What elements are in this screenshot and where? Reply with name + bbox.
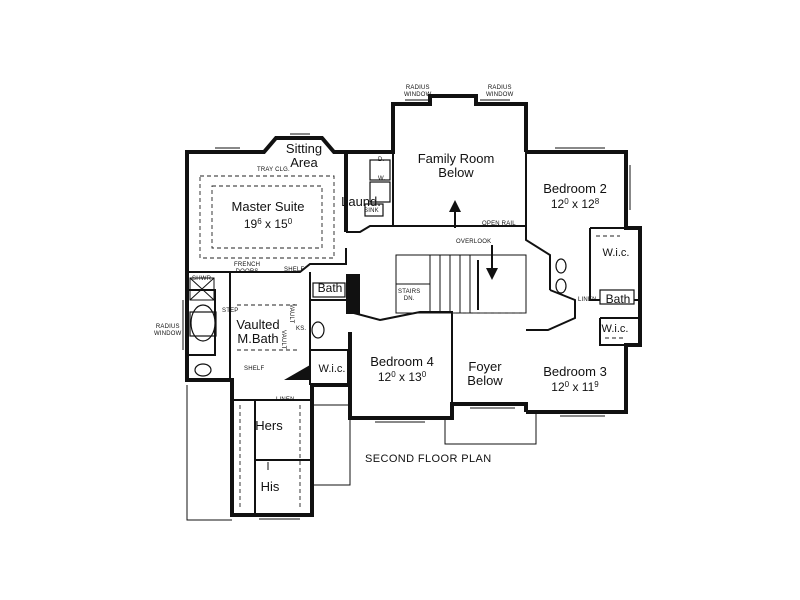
note-open-rail: OPEN RAIL xyxy=(482,221,516,227)
exterior-walls xyxy=(185,94,642,521)
note-sink: SINK xyxy=(364,208,379,214)
label-his: His xyxy=(260,479,280,494)
label-bath-right: Bath xyxy=(605,292,631,306)
label-master-suite: Master Suite xyxy=(231,199,305,214)
tub-bath-left xyxy=(312,282,346,298)
label-laundry: Laund. xyxy=(341,194,381,209)
plan-title: SECOND FLOOR PLAN xyxy=(365,453,492,465)
note-step: STEP xyxy=(222,308,239,314)
overlook-arrows xyxy=(449,200,498,280)
dim-bedroom-4: 120 x 130 xyxy=(377,370,427,384)
note-radius-window-right: RADIUS WINDOW xyxy=(486,85,514,98)
note-vault-2: VAULT xyxy=(280,330,286,350)
note-stairs-down: STAIRS DN. xyxy=(398,289,421,302)
fixtures xyxy=(189,159,635,470)
note-linen-bottom: LINEN xyxy=(276,397,295,403)
label-bath-left: Bath xyxy=(317,281,343,295)
note-linen-right: LINEN xyxy=(578,297,597,303)
note-overlook: OVERLOOK xyxy=(456,239,492,245)
windows xyxy=(182,99,631,520)
dim-master-suite: 196 x 150 xyxy=(243,217,293,231)
label-wic-left: W.i.c. xyxy=(318,363,346,375)
label-family-room: Family Room Below xyxy=(417,151,495,181)
stairs xyxy=(395,254,527,314)
bathtub xyxy=(190,304,216,342)
dim-bedroom-2: 120 x 128 xyxy=(550,197,600,211)
laundry-sink xyxy=(364,203,384,217)
wall-family-room xyxy=(346,94,528,154)
soffit-line xyxy=(186,385,232,521)
porch-outline xyxy=(444,412,537,445)
note-ks: KS. xyxy=(296,326,307,332)
note-tray-ceiling: TRAY CLG. xyxy=(257,167,290,173)
note-shower: SHWR xyxy=(192,276,212,282)
note-vault-1: VAULT xyxy=(288,304,294,324)
label-vaulted-bath: Vaulted M.Bath xyxy=(236,317,280,347)
solid-columns xyxy=(284,274,360,380)
dim-bedroom-3: 120 x 119 xyxy=(551,380,599,394)
note-shelf-top: SHELF xyxy=(284,267,305,273)
note-radius-window-left: RADIUS WINDOW xyxy=(404,85,432,98)
label-foyer: Foyer Below xyxy=(467,359,503,389)
note-french-doors: FRENCH DOORS xyxy=(234,262,261,275)
soffit-line-right xyxy=(312,404,351,486)
wall-master-suite xyxy=(185,136,348,272)
note-radius-window-side: RADIUS WINDOW xyxy=(154,324,182,337)
dryer xyxy=(369,159,391,181)
wall-master-bath xyxy=(185,272,350,517)
label-hers: Hers xyxy=(255,418,283,433)
label-wic-right-top: W.i.c. xyxy=(602,247,630,259)
wall-bedrooms-right xyxy=(526,150,642,414)
note-shelf-bottom: SHELF xyxy=(244,366,265,372)
label-bedroom-3: Bedroom 3 xyxy=(543,364,607,379)
label-wic-right-bottom: W.i.c. xyxy=(601,323,629,335)
closet-rods xyxy=(237,235,625,510)
note-washer: W. xyxy=(378,176,386,182)
washer xyxy=(369,181,391,203)
tub-bath-right xyxy=(599,289,635,305)
note-dryer: D. xyxy=(378,157,385,163)
label-sitting-area: Sitting Area xyxy=(285,141,323,171)
label-bedroom-2: Bedroom 2 xyxy=(543,181,607,196)
label-bedroom-4: Bedroom 4 xyxy=(370,354,434,369)
wall-bottom xyxy=(348,332,528,420)
tray-ceiling xyxy=(199,175,335,259)
